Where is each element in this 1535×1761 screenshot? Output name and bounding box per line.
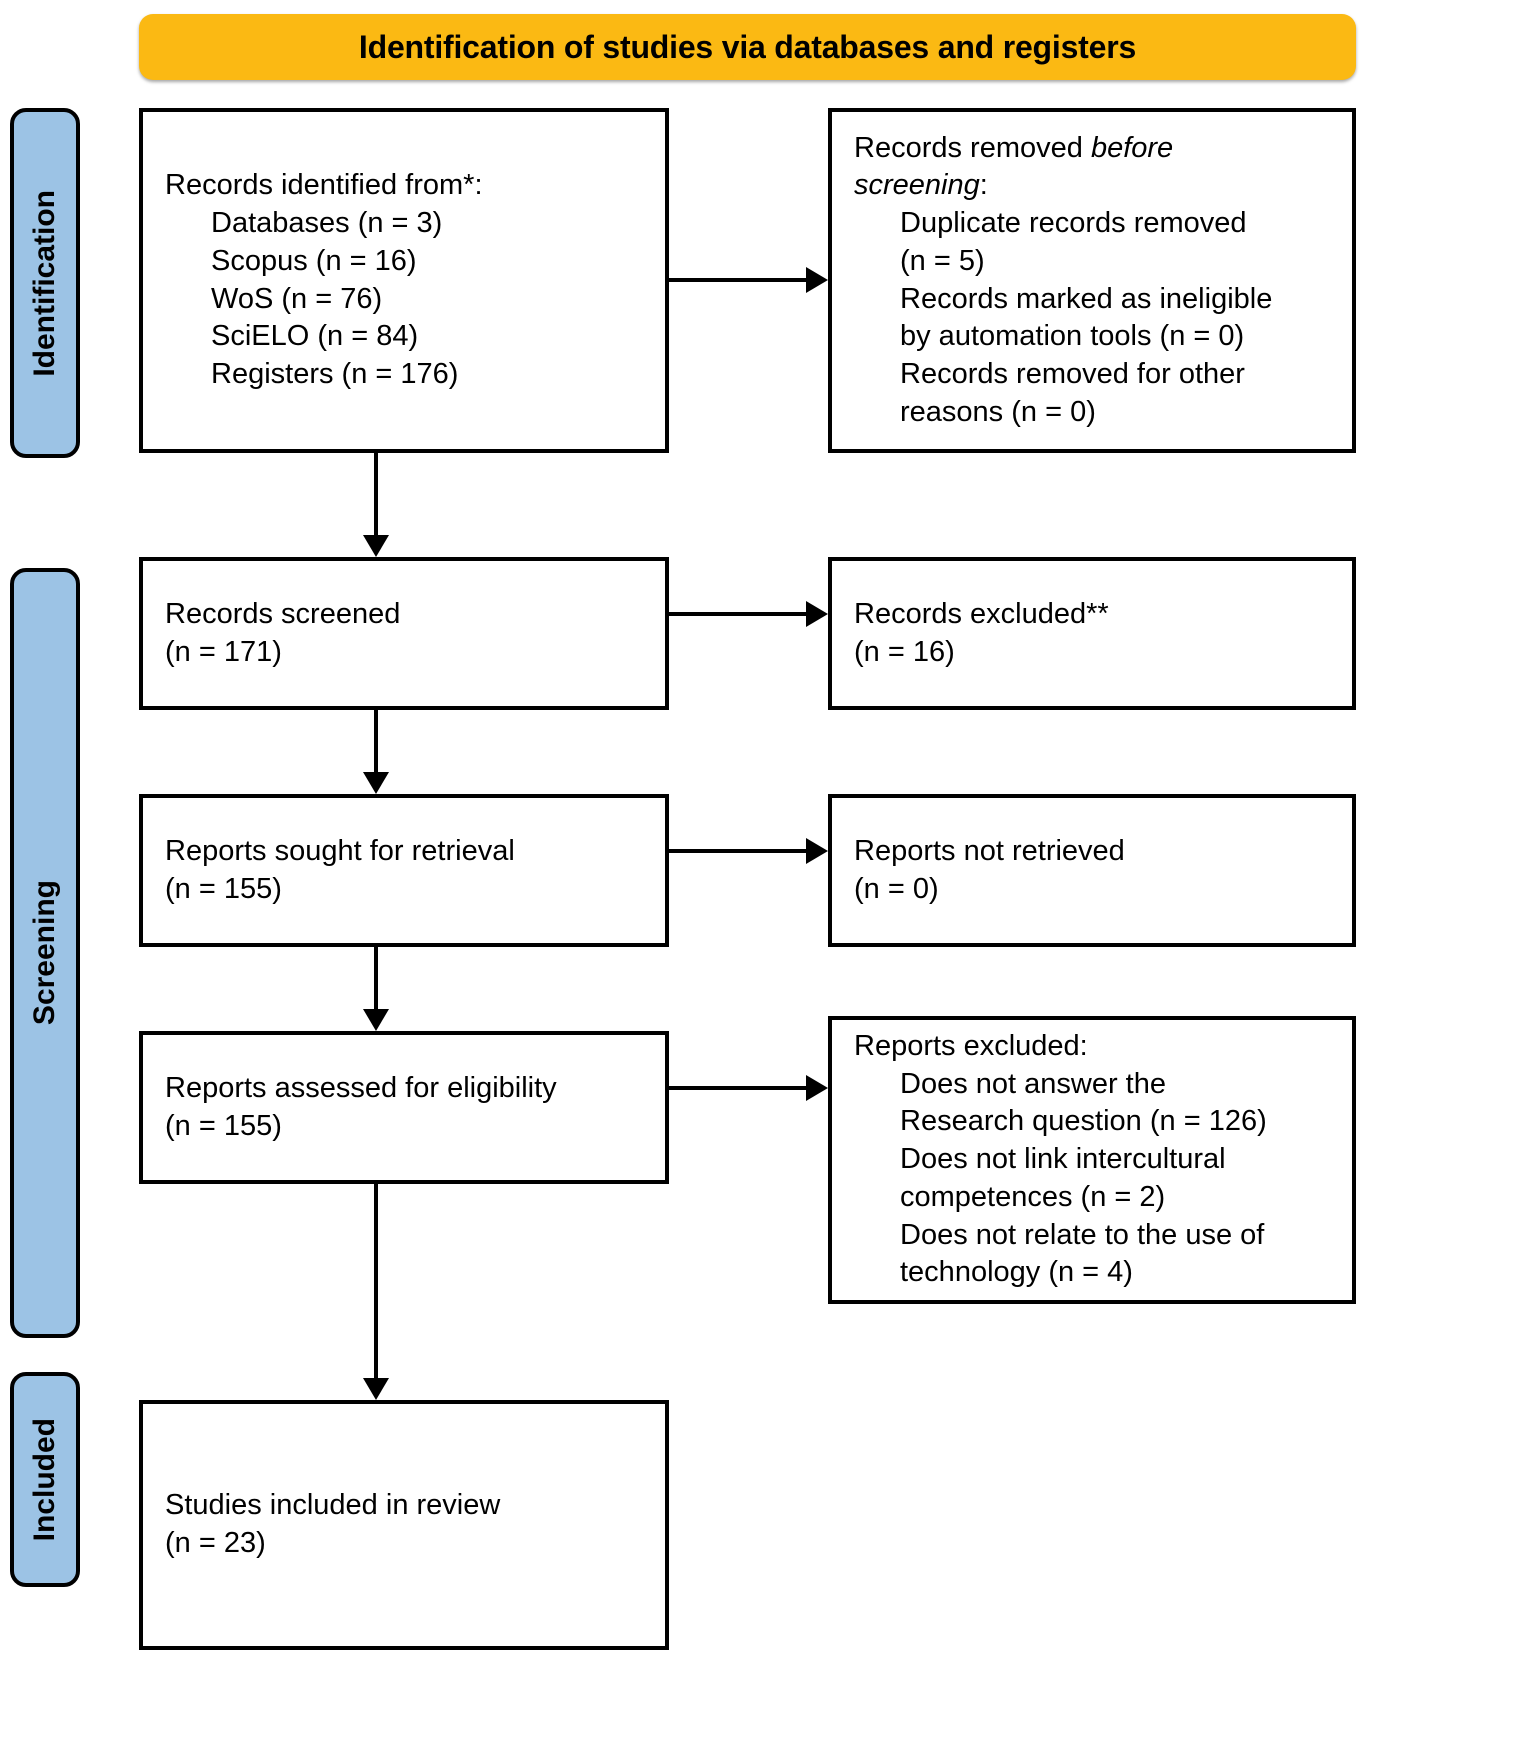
box-line: Reports excluded: <box>854 1030 1088 1063</box>
box-line: Studies included in review <box>165 1489 501 1522</box>
reports-sought-box: Reports sought for retrieval (n = 155) <box>139 794 669 947</box>
connector-identified-to-screened <box>374 453 378 535</box>
box-line: (n = 16) <box>854 635 955 668</box>
connector-identified-to-removed <box>669 278 806 282</box>
box-line: (n = 171) <box>165 635 282 668</box>
box-line: technology (n = 4) <box>900 1256 1133 1289</box>
box-line: Does not relate to the use of <box>900 1218 1265 1251</box>
box-line: (n = 155) <box>165 1109 282 1142</box>
connector-screened-to-excluded <box>669 612 806 616</box>
arrowhead-right-icon <box>806 1075 828 1101</box>
stage-label-identification: Identification <box>28 189 61 377</box>
box-line: Scopus (n = 16) <box>211 244 417 277</box>
records-identified-box: Records identified from*: Databases (n =… <box>139 108 669 453</box>
box-line: SciELO (n = 84) <box>211 320 419 353</box>
stage-rail-identification: Identification <box>10 108 80 458</box>
reports-not-retrieved-box: Reports not retrieved (n = 0) <box>828 794 1356 947</box>
arrowhead-down-icon <box>363 772 389 794</box>
box-line: (n = 5) <box>900 244 985 277</box>
box-line: Does not answer the <box>900 1067 1166 1100</box>
records-screened-box: Records screened (n = 171) <box>139 557 669 710</box>
box-line: Records removed before <box>854 131 1174 164</box>
box-line: Research question (n = 126) <box>900 1105 1267 1138</box>
box-line: Databases (n = 3) <box>211 207 443 240</box>
connector-screened-to-sought <box>374 710 378 772</box>
box-line: Reports sought for retrieval <box>165 834 515 867</box>
box-line: Records identified from*: <box>165 169 483 202</box>
stage-rail-included: Included <box>10 1372 80 1587</box>
arrowhead-down-icon <box>363 1009 389 1031</box>
arrowhead-right-icon <box>806 838 828 864</box>
connector-assessed-to-excluded <box>669 1086 806 1090</box>
box-line: (n = 23) <box>165 1527 266 1559</box>
studies-included-box: Studies included in review (n = 23) <box>139 1400 669 1650</box>
box-line: Registers (n = 176) <box>211 357 459 390</box>
diagram-title: Identification of studies via databases … <box>358 28 1137 65</box>
box-line: Records removed for other <box>900 357 1245 390</box>
box-line: Reports not retrieved <box>854 834 1125 867</box>
box-line: Records marked as ineligible <box>900 282 1273 315</box>
arrowhead-down-icon <box>363 1378 389 1400</box>
box-line: by automation tools (n = 0) <box>900 320 1245 353</box>
box-line: competences (n = 2) <box>900 1180 1166 1213</box>
stage-label-included: Included <box>28 1417 61 1542</box>
box-line: (n = 0) <box>854 872 939 905</box>
connector-sought-to-assessed <box>374 947 378 1009</box>
arrowhead-right-icon <box>806 267 828 293</box>
stage-rail-screening: Screening <box>10 568 80 1338</box>
box-line: screening: <box>854 169 988 202</box>
connector-assessed-to-included <box>374 1184 378 1378</box>
reports-excluded-box: Reports excluded: Does not answer the Re… <box>828 1016 1356 1304</box>
box-line: Does not link intercultural <box>900 1143 1226 1176</box>
box-line: WoS (n = 76) <box>211 282 383 315</box>
reports-assessed-box: Reports assessed for eligibility (n = 15… <box>139 1031 669 1184</box>
arrowhead-right-icon <box>806 601 828 627</box>
box-line: Records screened <box>165 597 401 630</box>
records-removed-box: Records removed before screening: Duplic… <box>828 108 1356 453</box>
records-excluded-box: Records excluded** (n = 16) <box>828 557 1356 710</box>
box-line: Duplicate records removed <box>900 207 1247 240</box>
arrowhead-down-icon <box>363 535 389 557</box>
box-line: Records excluded** <box>854 597 1109 630</box>
connector-sought-to-not-retrieved <box>669 849 806 853</box>
box-line: (n = 155) <box>165 872 282 905</box>
box-line: reasons (n = 0) <box>900 395 1096 428</box>
stage-label-screening: Screening <box>28 880 61 1026</box>
box-line: Reports assessed for eligibility <box>165 1071 557 1104</box>
diagram-title-banner: Identification of studies via databases … <box>139 14 1356 80</box>
